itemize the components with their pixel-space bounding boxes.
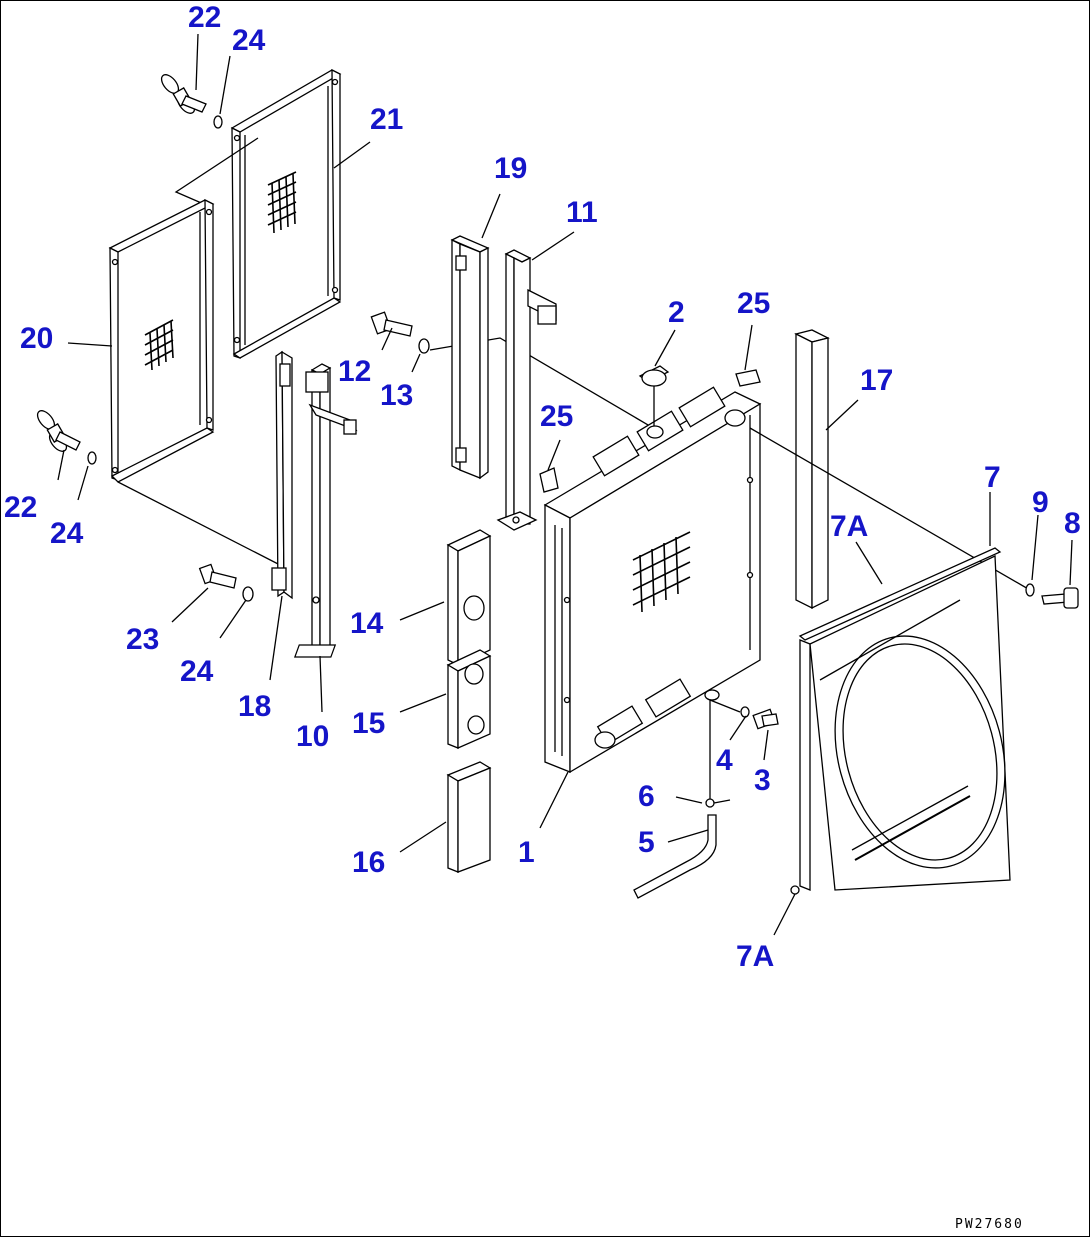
callout-22: 22: [188, 1, 221, 34]
callout-7A: 7A: [736, 940, 774, 973]
drain-cock: [704, 689, 720, 701]
callout-18: 18: [238, 690, 271, 723]
drain-valve-3: [752, 708, 779, 730]
callout-17: 17: [860, 364, 893, 397]
leader-21-20: [174, 137, 259, 206]
leader-4: [709, 699, 741, 713]
callout-3: 3: [754, 764, 771, 797]
bracket-11: [496, 249, 557, 531]
block-16: [446, 761, 492, 873]
callout-24: 24: [50, 517, 84, 550]
callout-10: 10: [296, 720, 329, 753]
callout-11: 11: [566, 196, 598, 229]
screen-panel-21: [230, 68, 342, 359]
callout-19: 19: [494, 152, 527, 185]
callout-13: 13: [380, 379, 413, 412]
cushion-25-left: [539, 467, 559, 493]
hose-5: [633, 814, 717, 899]
washer-9: [1025, 583, 1035, 597]
callout-14: 14: [350, 607, 384, 640]
radiator-cap-2: [638, 365, 670, 426]
washer-13: [418, 338, 430, 354]
washer-4: [740, 706, 750, 718]
leader-20-18: [117, 481, 283, 567]
callout-leaders: [57, 33, 1073, 936]
callout-5: 5: [638, 826, 655, 859]
callout-12: 12: [338, 355, 371, 388]
seal-17: [794, 329, 830, 610]
wing-bolt-22-top: [160, 74, 207, 114]
bracket-19: [450, 235, 490, 480]
callout-4: 4: [716, 744, 733, 777]
callout-22: 22: [4, 491, 37, 524]
bracket-10: [293, 363, 358, 658]
block-14: [446, 529, 492, 667]
callout-labels: 22 24 21 19 11 20 12 13 2 25 17 25 7 22 …: [4, 1, 1081, 973]
callout-23: 23: [126, 623, 159, 656]
callout-6: 6: [638, 780, 655, 813]
callout-20: 20: [20, 322, 53, 355]
washer-24-top: [213, 115, 223, 129]
callout-16: 16: [352, 846, 385, 879]
callout-15: 15: [352, 707, 385, 740]
callout-25: 25: [540, 400, 573, 433]
callout-7: 7: [984, 461, 1001, 494]
callout-9: 9: [1032, 486, 1049, 519]
drawing-code: PW27680: [955, 1217, 1024, 1232]
callout-24: 24: [232, 24, 266, 57]
callout-1: 1: [518, 836, 535, 869]
bracket-18: [271, 350, 293, 600]
bolt-12: [370, 311, 413, 337]
clamp-6: [705, 798, 731, 808]
wing-bolt-22-bottom: [36, 410, 81, 452]
cushion-25-top: [735, 369, 761, 387]
bolt-23: [198, 563, 237, 589]
callout-2: 2: [668, 296, 685, 329]
bolt-8: [1041, 587, 1079, 609]
screen-panel-20: [108, 198, 215, 483]
washer-24-left: [87, 451, 97, 465]
callout-25: 25: [737, 287, 770, 320]
callout-21: 21: [370, 103, 403, 136]
callout-24: 24: [180, 655, 214, 688]
block-15: [446, 649, 492, 749]
radiator-core-1: [543, 386, 762, 774]
fan-shroud-7: [790, 547, 1011, 895]
washer-24-lower: [242, 586, 254, 602]
callout-8: 8: [1064, 507, 1081, 540]
callout-7A: 7A: [830, 510, 868, 543]
